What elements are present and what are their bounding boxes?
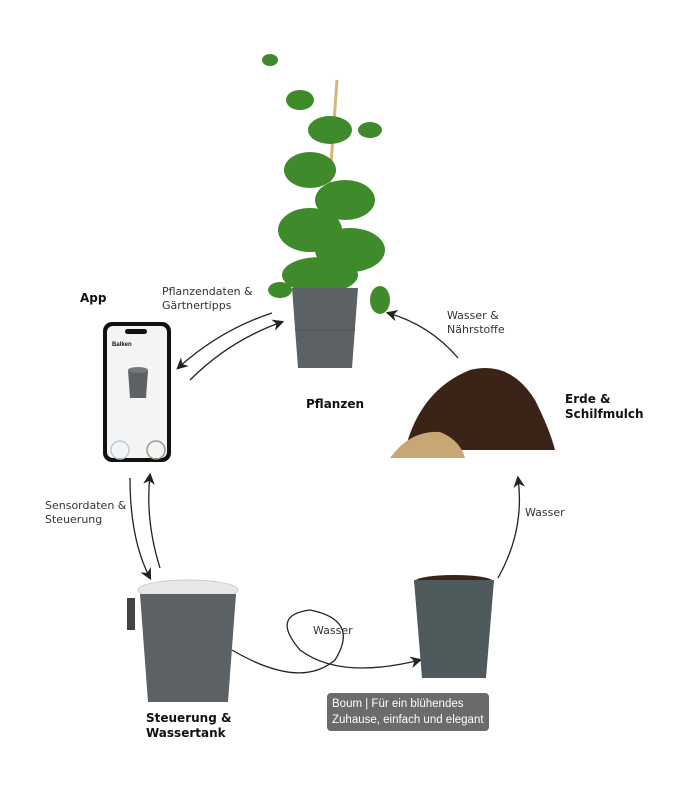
arrow-tank-to-pot [231,609,423,674]
label-soil: Erde & Schilfmulch [565,392,644,421]
water-tank-image [127,579,239,702]
label-app: App [80,291,107,305]
arrow-pot-to-soil [497,475,526,579]
flow-arrows [129,309,526,674]
arrow-app-to-tank [129,477,152,581]
arrow-tank-to-app [143,472,161,569]
tomato-plant-image [262,54,390,368]
arrow-soil-to-plant [385,309,459,359]
arrow-app-to-plant [189,319,285,381]
label-plant: Pflanzen [306,397,364,411]
arrow-plant-to-app [176,312,273,370]
label-tank: Steuerung & Wassertank [146,711,232,740]
label-pot-to-soil: Wasser [525,506,565,519]
plant-pot-image [414,575,494,678]
label-soil-to-plant: Wasser & Nährstoffe [447,309,505,336]
phone-image [103,322,171,462]
label-app-to-plant: Pflanzendaten & Gärtnertipps [162,285,253,312]
label-tank-to-pot: Wasser [313,624,353,637]
phone-title: Balken [112,342,132,348]
image-tooltip: Boum | Für ein blühendes Zuhause, einfac… [327,693,489,731]
soil-image [390,368,555,458]
label-sensor: Sensordaten & Steuerung [45,499,127,526]
